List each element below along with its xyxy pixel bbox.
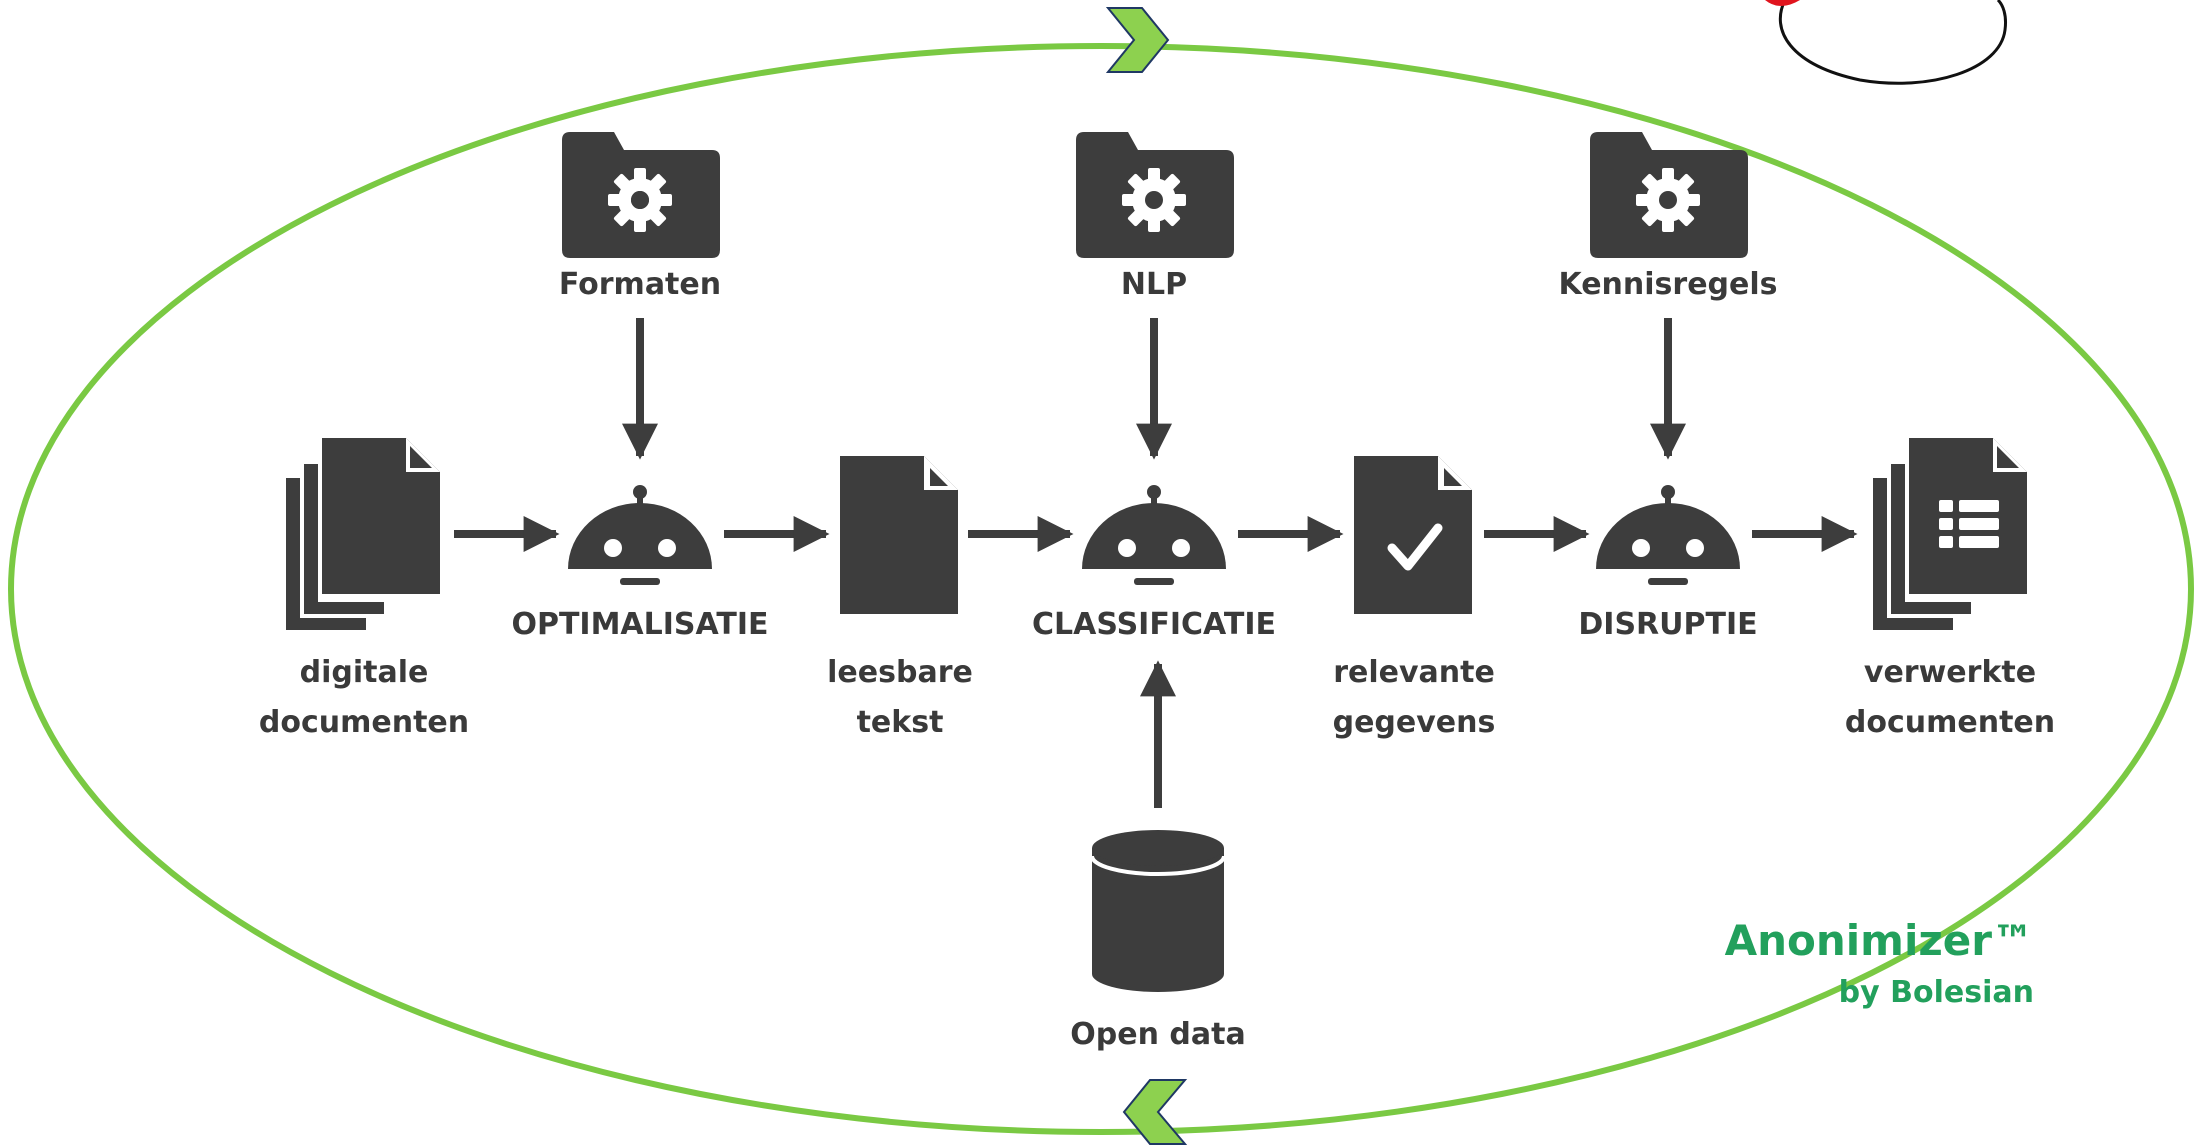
folder-gear-icon xyxy=(562,132,720,258)
process-cycle-ring xyxy=(8,43,2194,1135)
doc-digitale-line1: digitale xyxy=(300,655,429,690)
label-kennisregels: Kennisregels xyxy=(1558,267,1777,302)
chevron-right-icon xyxy=(1105,7,1170,73)
step-optimalisatie: OPTIMALISATIE xyxy=(511,607,768,642)
step-disruptie: DISRUPTIE xyxy=(1578,607,1757,642)
documents-stack-icon xyxy=(286,438,440,630)
folder-gear-icon xyxy=(1590,132,1748,258)
document-icon xyxy=(840,456,958,614)
doc-verwerkte-line1: verwerkte xyxy=(1864,655,2036,690)
doc-leesbare-line2: tekst xyxy=(857,705,944,740)
top-right-logo-fragment xyxy=(1765,0,2007,85)
folder-gear-icon xyxy=(1076,132,1234,258)
chevron-left-icon xyxy=(1122,1079,1188,1145)
doc-relevante-line1: relevante xyxy=(1333,655,1495,690)
brand-by: by Bolesian xyxy=(1839,975,2034,1010)
doc-verwerkte-line2: documenten xyxy=(1845,705,2055,740)
red-mark xyxy=(1765,0,1800,6)
label-formaten: Formaten xyxy=(559,267,721,302)
doc-digitale-line2: documenten xyxy=(259,705,469,740)
robot-icon xyxy=(1596,485,1740,585)
doc-relevante-line2: gegevens xyxy=(1333,705,1496,740)
brand-name: Anonimizer™ xyxy=(1725,916,2034,965)
doc-leesbare-line1: leesbare xyxy=(827,655,973,690)
document-check-icon xyxy=(1354,456,1472,614)
step-classificatie: CLASSIFICATIE xyxy=(1032,607,1276,642)
documents-table-icon xyxy=(1873,438,2027,630)
robot-icon xyxy=(568,485,712,585)
label-nlp: NLP xyxy=(1121,267,1187,302)
robot-icon xyxy=(1082,485,1226,585)
database-icon xyxy=(1090,830,1226,992)
label-open-data: Open data xyxy=(1070,1017,1245,1052)
